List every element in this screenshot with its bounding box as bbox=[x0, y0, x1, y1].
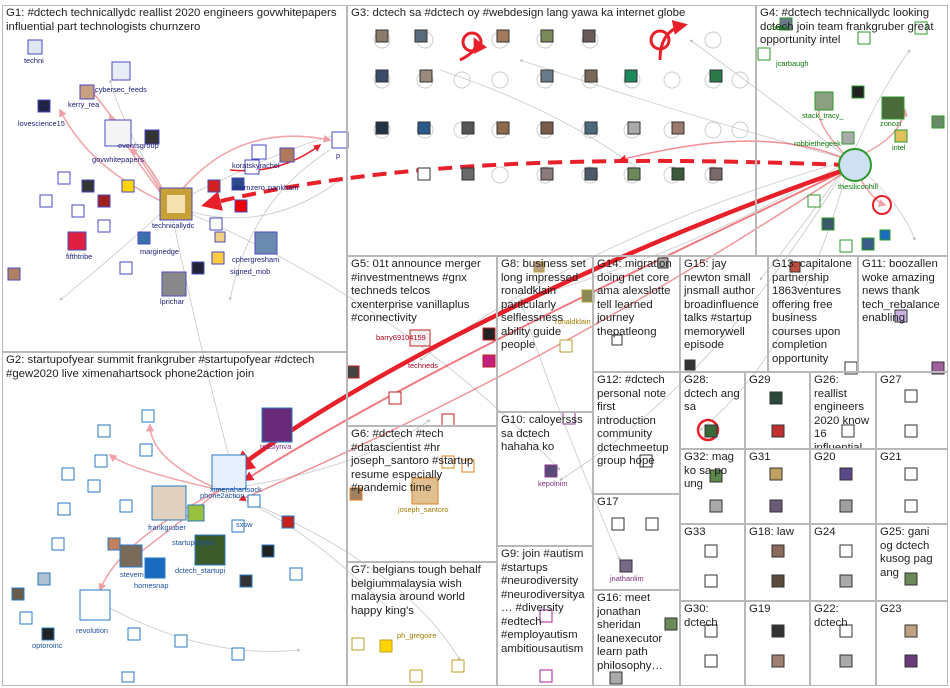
group-panel-g25: G25: gani og dctech kusog pag ang bbox=[876, 524, 948, 601]
group-label-g16: G16: meet jonathan sheridan leanexecutor… bbox=[597, 592, 666, 672]
group-label-g15: G15: jay newton small jnsmall author bro… bbox=[684, 258, 762, 351]
group-panel-g19: G19 bbox=[745, 601, 810, 686]
group-panel-g29: G29 bbox=[745, 372, 810, 449]
group-label-g24: G24 bbox=[814, 526, 836, 538]
group-panel-g5: G5: 01t announce merger #investmentnews … bbox=[347, 256, 497, 426]
group-panel-g31: G31 bbox=[745, 449, 810, 524]
group-panel-g16: G16: meet jonathan sheridan leanexecutor… bbox=[593, 590, 680, 686]
group-panel-g32: G32: mag ko sa po ung bbox=[680, 449, 745, 524]
group-panel-g8: G8: business set long impressed ronaldkl… bbox=[497, 256, 593, 412]
group-label-g8: G8: business set long impressed ronaldkl… bbox=[501, 258, 590, 351]
group-label-g5: G5: 01t announce merger #investmentnews … bbox=[351, 258, 484, 324]
group-panel-g22: G22: dctech bbox=[810, 601, 876, 686]
group-label-g22: G22: dctech bbox=[814, 603, 848, 629]
group-label-g6: G6: #dctech #tech #datascientist #hr jos… bbox=[351, 428, 477, 494]
group-label-g18: G18: law bbox=[749, 526, 794, 538]
group-panel-g23: G23 bbox=[876, 601, 948, 686]
group-label-g27: G27 bbox=[880, 374, 902, 386]
group-panel-g1: G1: #dctech technicallydc reallist 2020 … bbox=[2, 5, 347, 352]
group-panel-g17: G17 bbox=[593, 494, 680, 590]
group-panel-g26: G26: reallist engineers 2020 know 16 inf… bbox=[810, 372, 876, 449]
group-panel-g27: G27 bbox=[876, 372, 948, 449]
group-panel-g3: G3: dctech sa #dctech oy #webdesign lang… bbox=[347, 5, 756, 256]
group-label-g21: G21 bbox=[880, 451, 902, 463]
group-panel-g12: G12: #dctech personal note first introdu… bbox=[593, 372, 680, 494]
group-panel-g30: G30: dctech bbox=[680, 601, 745, 686]
vertex-nodes bbox=[7, 17, 945, 685]
group-panel-g9: G9: join #autism #startups #neurodiversi… bbox=[497, 546, 593, 686]
group-panel-g21: G21 bbox=[876, 449, 948, 524]
group-label-g31: G31 bbox=[749, 451, 771, 463]
group-panel-g11: G11: boozallen woke amazing news thank t… bbox=[858, 256, 948, 372]
group-label-g33: G33 bbox=[684, 526, 706, 538]
group-label-g19: G19 bbox=[749, 603, 771, 615]
group-label-g13: G13: capitalone partnership 1863ventures… bbox=[772, 258, 855, 365]
red-edges bbox=[201, 20, 851, 501]
group-label-g3: G3: dctech sa #dctech oy #webdesign lang… bbox=[351, 7, 686, 19]
group-panel-g28: G28: dctech ang sa bbox=[680, 372, 745, 449]
group-label-g7: G7: belgians tough behalf belgiummalaysi… bbox=[351, 564, 484, 617]
group-panel-g4: G4: #dctech technicallydc looking dctech… bbox=[756, 5, 948, 256]
group-panel-g6: G6: #dctech #tech #datascientist #hr jos… bbox=[347, 426, 497, 562]
group-label-g12: G12: #dctech personal note first introdu… bbox=[597, 374, 672, 467]
group-label-g25: G25: gani og dctech kusog pag ang bbox=[880, 526, 936, 579]
group-panel-g24: G24 bbox=[810, 524, 876, 601]
group-label-g23: G23 bbox=[880, 603, 902, 615]
group-panel-g2: G2: startupofyear summit frankgruber #st… bbox=[2, 352, 347, 686]
group-label-g10: G10: caloyersss sa dctech hahaha ko bbox=[501, 414, 586, 453]
group-panel-g20: G20 bbox=[810, 449, 876, 524]
group-panel-g10: G10: caloyersss sa dctech hahaha ko bbox=[497, 412, 593, 546]
group-label-g2: G2: startupofyear summit frankgruber #st… bbox=[6, 354, 318, 380]
group-label-g30: G30: dctech bbox=[684, 603, 718, 629]
group-panel-g18: G18: law bbox=[745, 524, 810, 601]
group-label-g14: G14: migration doing net core ama alexsl… bbox=[597, 258, 675, 338]
group-label-g32: G32: mag ko sa po ung bbox=[684, 451, 738, 490]
group-label-g1: G1: #dctech technicallydc reallist 2020 … bbox=[6, 7, 340, 33]
group-panel-g13: G13: capitalone partnership 1863ventures… bbox=[768, 256, 858, 372]
group-label-g26: G26: reallist engineers 2020 know 16 inf… bbox=[814, 374, 870, 449]
group-label-g29: G29 bbox=[749, 374, 771, 386]
group-panel-g33: G33 bbox=[680, 524, 745, 601]
group-label-g4: G4: #dctech technicallydc looking dctech… bbox=[760, 7, 937, 46]
group-panel-g15: G15: jay newton small jnsmall author bro… bbox=[680, 256, 768, 372]
group-panel-g14: G14: migration doing net core ama alexsl… bbox=[593, 256, 680, 372]
group-panel-g7: G7: belgians tough behalf belgiummalaysi… bbox=[347, 562, 497, 686]
group-label-g9: G9: join #autism #startups #neurodiversi… bbox=[501, 548, 587, 655]
group-label-g20: G20 bbox=[814, 451, 836, 463]
group-label-g28: G28: dctech ang sa bbox=[684, 374, 743, 413]
group-label-g11: G11: boozallen woke amazing news thank t… bbox=[862, 258, 944, 324]
group-label-g17: G17 bbox=[597, 496, 619, 508]
